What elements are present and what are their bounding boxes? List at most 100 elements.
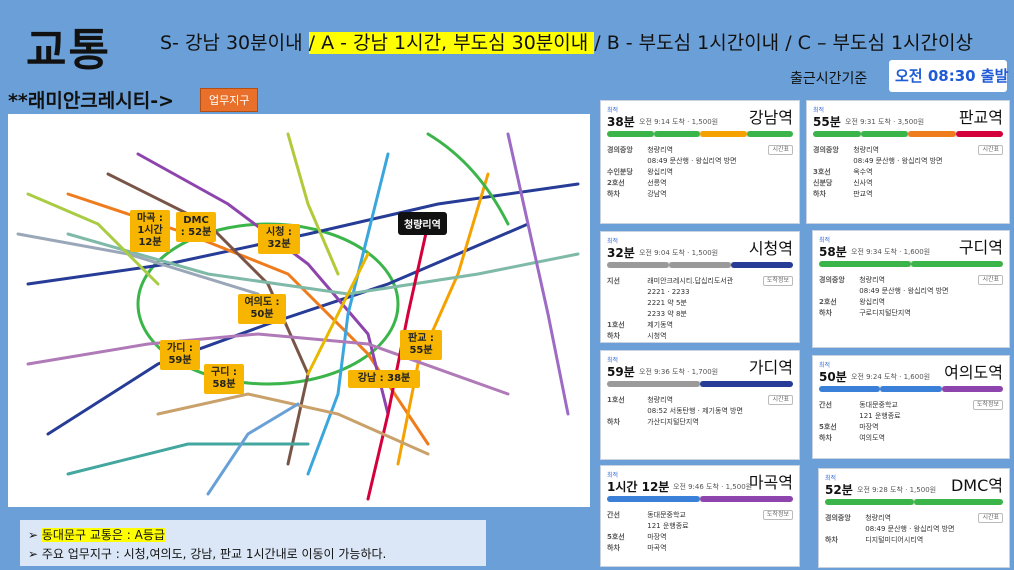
route-steps: 경의중앙 청량리역 시간표 08:49 문산행 · 왕십리역 방면 수인분당 왕… bbox=[607, 145, 793, 200]
route-step-station: 가산디지털단지역 bbox=[647, 418, 699, 426]
route-step: 하차 구로디지털단지역 bbox=[819, 308, 1003, 319]
route-segment bbox=[813, 131, 861, 137]
route-steps: 경의중앙 청량리역 시간표 08:49 문산행 · 왕십리역 방면 2호선 왕십… bbox=[819, 275, 1003, 319]
route-step-station: 청량리역 bbox=[859, 276, 885, 284]
route-step-station: 여의도역 bbox=[859, 434, 885, 442]
route-step: 121 운행종료 bbox=[819, 411, 1003, 422]
timetable-button[interactable]: 시간표 bbox=[768, 395, 793, 405]
route-step-line: 하차 bbox=[819, 434, 832, 442]
route-step: 하차 여의도역 bbox=[819, 433, 1003, 444]
route-step-station: 121 운행종료 bbox=[647, 522, 689, 530]
route-card-cityhall[interactable]: 최적 32분 오전 9:04 도착 · 1,500원 시청역 지선 래미안크레시… bbox=[600, 231, 800, 343]
route-step-line: 신분당 bbox=[813, 179, 833, 187]
route-bar bbox=[607, 381, 793, 387]
route-step: 121 운행종료 bbox=[607, 521, 793, 532]
timetable-button[interactable]: 시간표 bbox=[978, 275, 1003, 285]
route-step-station: 마곡역 bbox=[647, 544, 667, 552]
grade-a: / A - 강남 1시간, 부도심 30분이내 bbox=[308, 32, 595, 54]
route-card-pangyo[interactable]: 최적 55분 오전 9:31 도착 · 3,500원 판교역 경의중앙 청량리역… bbox=[806, 100, 1010, 224]
route-step: 지선 래미안크레시티.답십리도서관 도착정보 bbox=[607, 276, 793, 287]
route-step: 2221 · 2233 bbox=[607, 287, 793, 298]
route-segment bbox=[607, 496, 700, 502]
route-step-station: 청량리역 bbox=[853, 146, 879, 154]
route-step: 하차 가산디지털단지역 bbox=[607, 417, 793, 428]
route-segment bbox=[731, 262, 793, 268]
route-step-station: 청량리역 bbox=[647, 396, 673, 404]
travel-time: 59분 bbox=[607, 365, 635, 379]
route-step-station: 제기동역 bbox=[647, 321, 673, 329]
route-segment bbox=[700, 131, 747, 137]
timetable-button[interactable]: 시간표 bbox=[768, 145, 793, 155]
route-bar bbox=[607, 131, 793, 137]
destination-name: 가디역 bbox=[748, 358, 793, 377]
route-card-gasan[interactable]: 최적 59분 오전 9:36 도착 · 1,700원 가디역 1호선 청량리역 … bbox=[600, 350, 800, 460]
map-tag-cityhall: 시청 : 32분 bbox=[258, 224, 300, 254]
route-step: 경의중앙 청량리역 시간표 bbox=[813, 145, 1003, 156]
timetable-button[interactable]: 도착정보 bbox=[972, 400, 1003, 410]
route-step-line: 경의중앙 bbox=[607, 146, 633, 154]
route-step-station: 강남역 bbox=[647, 190, 667, 198]
map-tag-pangyo: 판교 : 55분 bbox=[400, 330, 442, 360]
route-step: 5호선 마장역 bbox=[819, 422, 1003, 433]
route-card-guro[interactable]: 최적 58분 오전 9:34 도착 · 1,600원 구디역 경의중앙 청량리역… bbox=[812, 230, 1010, 348]
destination-name: DMC역 bbox=[950, 476, 1003, 495]
route-step: 2221 약 5분 bbox=[607, 298, 793, 309]
route-segment bbox=[880, 386, 942, 392]
route-step: 신분당 신사역 bbox=[813, 178, 1003, 189]
route-segment bbox=[607, 131, 654, 137]
route-steps: 간선 동대문중학교 도착정보 121 운행종료 5호선 마장역 하차 여의도역 bbox=[819, 400, 1003, 444]
route-segment bbox=[819, 386, 881, 392]
route-card-yeouido[interactable]: 최적 50분 오전 9:24 도착 · 1,600원 여의도역 간선 동대문중학… bbox=[812, 355, 1010, 459]
route-steps: 간선 동대문중학교 도착정보 121 운행종료 5호선 마장역 하차 마곡역 bbox=[607, 510, 793, 554]
destination-name: 마곡역 bbox=[748, 473, 793, 492]
destination-name: 시청역 bbox=[748, 239, 793, 258]
subtitle: **래미안크레시티-> bbox=[8, 90, 175, 112]
route-step-station: 왕십리역 bbox=[647, 168, 673, 176]
route-step-station: 2233 약 8분 bbox=[647, 310, 687, 318]
note-line-grade: ➢ 동대문구 교통은 : A등급 bbox=[28, 528, 165, 542]
route-step: 하차 시청역 bbox=[607, 331, 793, 342]
timetable-button[interactable]: 도착정보 bbox=[762, 276, 793, 286]
route-step-line: 간선 bbox=[819, 401, 832, 409]
timetable-button[interactable]: 도착정보 bbox=[762, 510, 793, 520]
route-step-line: 하차 bbox=[607, 332, 620, 340]
route-step: 08:49 문산행 · 왕십리역 방면 bbox=[819, 286, 1003, 297]
route-step-station: 왕십리역 bbox=[859, 298, 885, 306]
route-step: 5호선 마장역 bbox=[607, 532, 793, 543]
route-segment bbox=[700, 381, 793, 387]
route-step-station: 옥수역 bbox=[853, 168, 873, 176]
departure-time-selector[interactable]: 오전 08:30 출발 ▾ bbox=[889, 60, 1014, 92]
route-step-station: 청량리역 bbox=[647, 146, 673, 154]
arrival-info: 오전 9:36 도착 · 1,700원 bbox=[639, 368, 719, 376]
route-segment bbox=[669, 262, 731, 268]
subway-map-lines bbox=[16, 132, 580, 501]
page-title: 교통 bbox=[26, 25, 111, 76]
route-segment bbox=[746, 131, 793, 137]
route-step-line: 5호선 bbox=[607, 533, 625, 541]
route-card-mapo[interactable]: 최적 1시간 12분 오전 9:46 도착 · 1,500원 마곡역 간선 동대… bbox=[600, 465, 800, 567]
arrival-info: 오전 9:31 도착 · 3,500원 bbox=[845, 118, 925, 126]
grade-s: S- 강남 30분이내 bbox=[160, 32, 309, 54]
timetable-button[interactable]: 시간표 bbox=[978, 145, 1003, 155]
route-step-line: 3호선 bbox=[813, 168, 831, 176]
route-step: 08:49 문산행 · 왕십리역 방면 bbox=[607, 156, 793, 167]
route-steps: 경의중앙 청량리역 시간표 08:49 문산행 · 왕십리역 방면 하차 디지털… bbox=[825, 513, 1003, 546]
route-step: 2호선 왕십리역 bbox=[819, 297, 1003, 308]
route-steps: 지선 래미안크레시티.답십리도서관 도착정보 2221 · 2233 2221 … bbox=[607, 276, 793, 342]
route-segment bbox=[908, 131, 956, 137]
route-step: 간선 동대문중학교 도착정보 bbox=[819, 400, 1003, 411]
route-card-dmc[interactable]: 최적 52분 오전 9:28 도착 · 1,500원 DMC역 경의중앙 청량리… bbox=[818, 468, 1010, 568]
route-step-line: 하차 bbox=[813, 190, 826, 198]
route-step-line: 2호선 bbox=[819, 298, 837, 306]
best-route-label: 최적 bbox=[607, 357, 619, 364]
map-origin-cheongnyangni: 청량리역 bbox=[398, 212, 447, 235]
travel-time: 1시간 12분 bbox=[607, 480, 670, 494]
grade-criteria: S- 강남 30분이내 / A - 강남 1시간, 부도심 30분이내 / B … bbox=[160, 28, 973, 55]
route-step-station: 청량리역 bbox=[865, 514, 891, 522]
route-segment bbox=[825, 499, 914, 505]
departure-label: 출근시간기준 bbox=[790, 71, 868, 87]
route-card-gangnam[interactable]: 최적 38분 오전 9:14 도착 · 1,500원 강남역 경의중앙 청량리역… bbox=[600, 100, 800, 224]
travel-time: 32분 bbox=[607, 246, 635, 260]
map-tag-magok: 마곡 : 1시간 12분 bbox=[130, 210, 170, 252]
timetable-button[interactable]: 시간표 bbox=[978, 513, 1003, 523]
